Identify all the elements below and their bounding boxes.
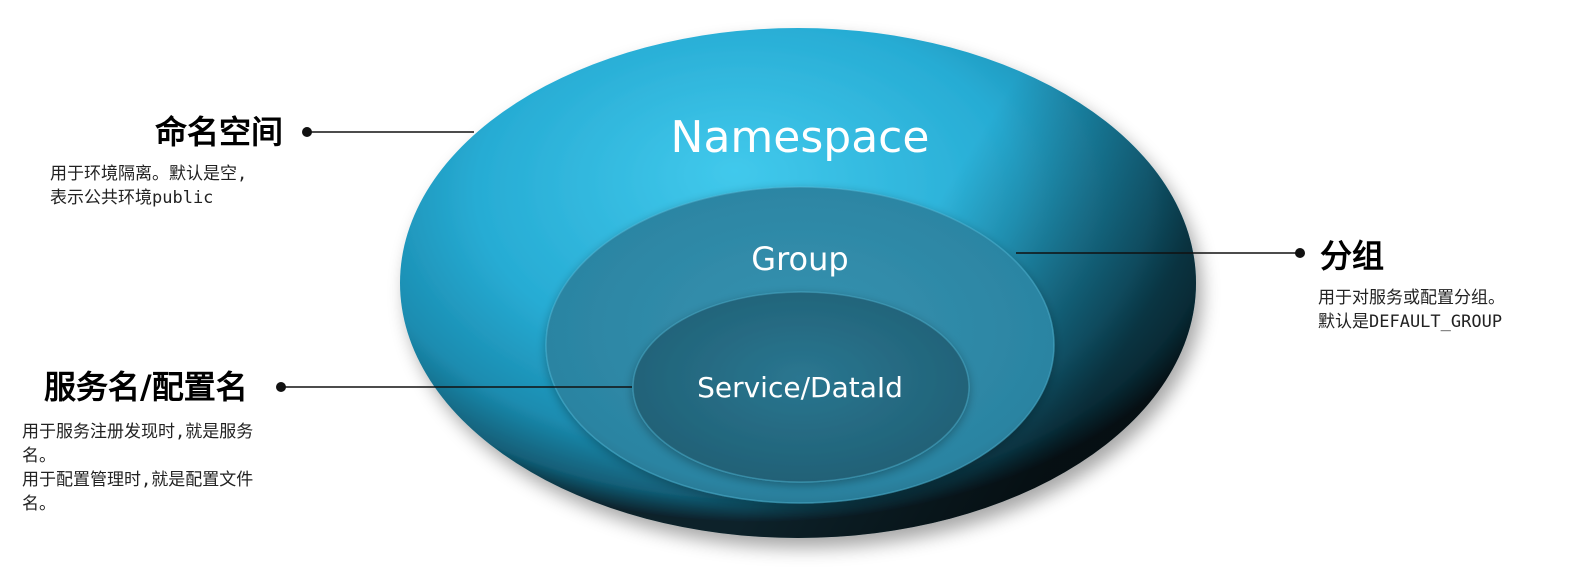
namespace-desc-line: 用于环境隔离。默认是空,	[50, 164, 248, 184]
namespace-title: 命名空间	[155, 113, 284, 151]
group-connector	[1016, 248, 1305, 258]
service-desc-line: 用于配置管理时,就是配置文件名。	[22, 470, 254, 514]
service-description: 用于服务注册发现时,就是服务名。 用于配置管理时,就是配置文件名。	[22, 420, 262, 516]
group-desc-line: 默认是DEFAULT_GROUP	[1318, 312, 1503, 332]
service-title: 服务名/配置名	[44, 368, 248, 406]
group-description: 用于对服务或配置分组。 默认是DEFAULT_GROUP	[1318, 286, 1505, 334]
service-ring	[632, 291, 970, 483]
group-label: Group	[751, 240, 848, 278]
service-desc-line: 用于服务注册发现时,就是服务名。	[22, 422, 254, 466]
namespace-label: Namespace	[671, 112, 930, 163]
group-desc-line: 用于对服务或配置分组。	[1318, 288, 1505, 308]
service-label: Service/DataId	[697, 371, 903, 404]
service-connector	[276, 382, 632, 392]
group-title: 分组	[1320, 237, 1385, 275]
namespace-connector	[302, 127, 474, 137]
namespace-desc-line: 表示公共环境public	[50, 188, 214, 208]
namespace-description: 用于环境隔离。默认是空, 表示公共环境public	[50, 162, 247, 210]
